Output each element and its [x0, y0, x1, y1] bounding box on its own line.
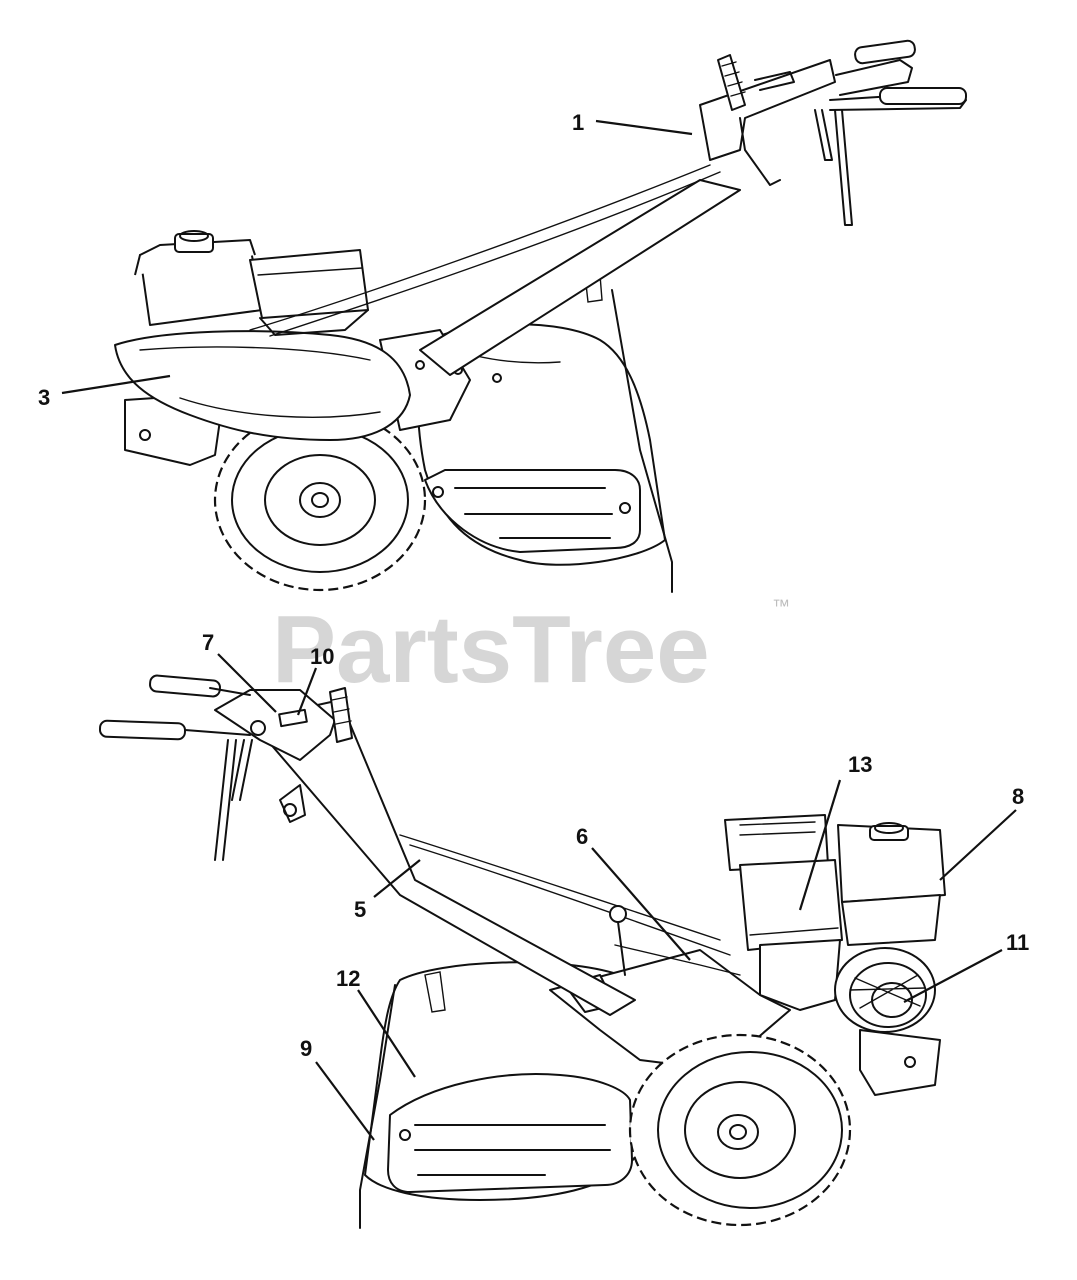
- wheel-top: [213, 408, 427, 592]
- callout-5: 5: [354, 859, 421, 922]
- wheel-bottom: [628, 1033, 852, 1227]
- watermark-trademark: ™: [772, 596, 790, 616]
- callout-number: 13: [848, 752, 872, 777]
- callout-number: 10: [310, 644, 334, 669]
- fender-top: [114, 330, 411, 441]
- tiller-bottom-view: 5 6 7 8 9 10 11: [98, 630, 1029, 1229]
- callout-number: 7: [202, 630, 214, 655]
- handlebar-bottom: [98, 674, 741, 1016]
- side-shield-bottom: [387, 1073, 633, 1193]
- callout-8: 8: [939, 784, 1024, 881]
- callout-6: 6: [576, 824, 691, 961]
- callout-9: 9: [300, 1036, 375, 1141]
- callout-number: 3: [38, 385, 50, 410]
- callout-7: 7: [202, 630, 277, 713]
- callout-number: 8: [1012, 784, 1024, 809]
- watermark-text: PartsTree: [272, 596, 710, 703]
- callout-3: 3: [38, 374, 171, 410]
- callout-11: 11: [903, 930, 1029, 1003]
- callout-number: 12: [336, 966, 360, 991]
- callout-1: 1: [572, 110, 693, 136]
- handlebar-top: [249, 39, 967, 376]
- callout-number: 11: [1006, 930, 1029, 955]
- engine-top: [134, 230, 369, 336]
- callout-number: 6: [576, 824, 588, 849]
- callout-number: 1: [572, 110, 584, 135]
- callout-number: 5: [354, 897, 366, 922]
- tiller-top-view: 1 3: [38, 39, 967, 593]
- callout-number: 9: [300, 1036, 312, 1061]
- callout-10: 10: [296, 644, 334, 716]
- engine-bottom: [724, 814, 946, 1033]
- callout-13: 13: [798, 752, 872, 911]
- side-shield-top: [424, 469, 641, 553]
- callout-12: 12: [336, 966, 416, 1078]
